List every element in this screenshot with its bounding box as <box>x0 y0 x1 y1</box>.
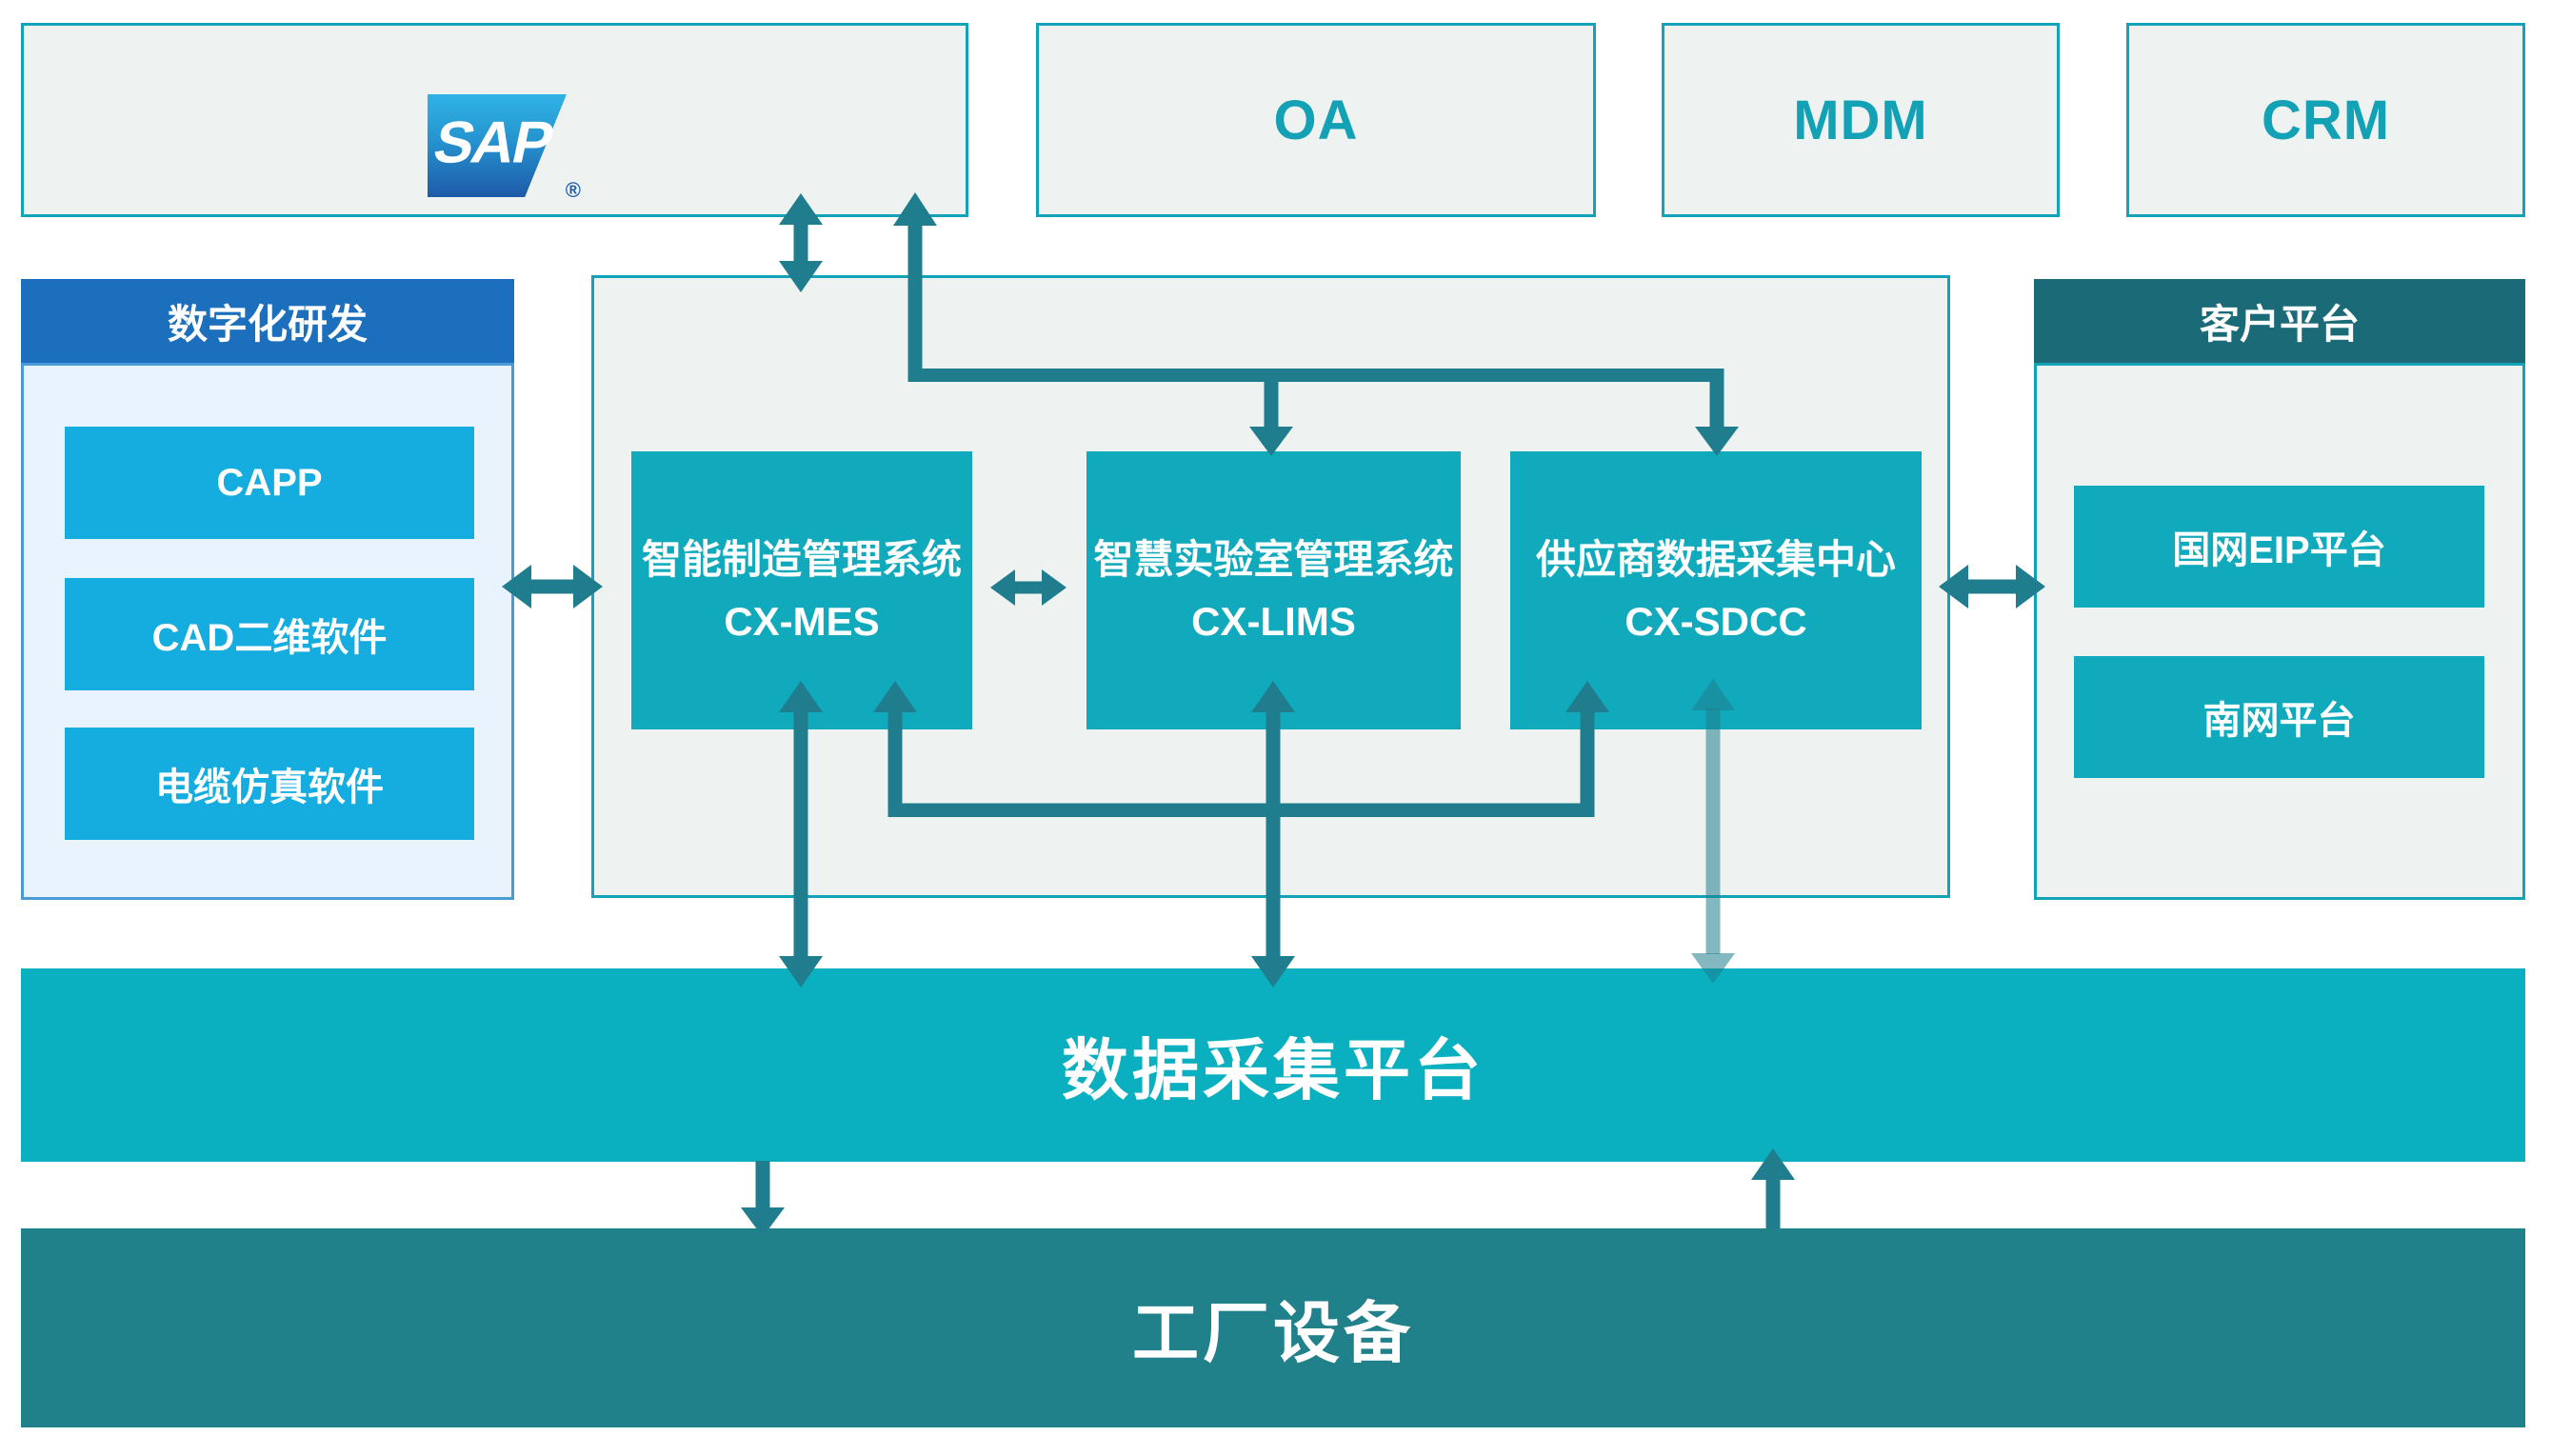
sap-box: SAP ® <box>21 23 968 217</box>
cx-sdcc-box: 供应商数据采集中心 CX-SDCC <box>1510 451 1922 729</box>
cx-lims-code: CX-LIMS <box>1191 599 1356 644</box>
sap-registered-mark: ® <box>565 178 582 202</box>
crm-label: CRM <box>2261 89 2391 151</box>
arrow-sdcc-customer-double <box>1939 565 2045 608</box>
oa-label: OA <box>1273 89 1359 151</box>
crm-box: CRM <box>2126 23 2525 217</box>
mdm-box: MDM <box>1662 23 2060 217</box>
capp-box: CAPP <box>65 427 474 539</box>
cable-simulation-label: 电缆仿真软件 <box>155 767 384 808</box>
digital-rd-panel: 数字化研发 CAPP CAD二维软件 电缆仿真软件 <box>21 279 514 900</box>
sap-logo: SAP ® <box>428 94 581 202</box>
data-collection-platform-bar: 数据采集平台 <box>21 968 2525 1162</box>
cx-mes-name: 智能制造管理系统 <box>641 536 962 582</box>
factory-equipment-label: 工厂设备 <box>1132 1296 1414 1370</box>
sap-logo-text: SAP <box>428 110 558 176</box>
core-systems-container: 智能制造管理系统 CX-MES 智慧实验室管理系统 CX-LIMS 供应商数据采… <box>591 275 1950 898</box>
cx-mes-code: CX-MES <box>724 599 880 644</box>
arrow-dataplatform-factory-down <box>741 1161 785 1237</box>
cx-lims-name: 智慧实验室管理系统 <box>1093 536 1454 582</box>
cad-2d-label: CAD二维软件 <box>151 617 388 659</box>
customer-platform-header: 客户平台 <box>2034 279 2525 363</box>
cx-sdcc-code: CX-SDCC <box>1624 599 1807 644</box>
factory-equipment-bar: 工厂设备 <box>21 1228 2525 1427</box>
cx-mes-box: 智能制造管理系统 CX-MES <box>631 451 972 729</box>
cx-lims-box: 智慧实验室管理系统 CX-LIMS <box>1086 451 1461 729</box>
southern-grid-box: 南网平台 <box>2074 656 2484 778</box>
data-collection-platform-label: 数据采集平台 <box>1062 1033 1485 1107</box>
oa-box: OA <box>1036 23 1596 217</box>
customer-platform-body <box>2034 363 2525 900</box>
customer-platform-panel: 客户平台 国网EIP平台 南网平台 <box>2034 279 2525 900</box>
mdm-label: MDM <box>1793 89 1928 151</box>
state-grid-eip-label: 国网EIP平台 <box>2172 529 2386 571</box>
state-grid-eip-box: 国网EIP平台 <box>2074 486 2484 608</box>
digital-rd-header: 数字化研发 <box>21 279 514 363</box>
cad-2d-box: CAD二维软件 <box>65 578 474 690</box>
capp-label: CAPP <box>216 461 323 504</box>
arrow-rd-mes-double <box>502 565 603 608</box>
cx-sdcc-name: 供应商数据采集中心 <box>1535 536 1896 582</box>
cable-simulation-box: 电缆仿真软件 <box>65 728 474 840</box>
southern-grid-label: 南网平台 <box>2202 700 2356 742</box>
